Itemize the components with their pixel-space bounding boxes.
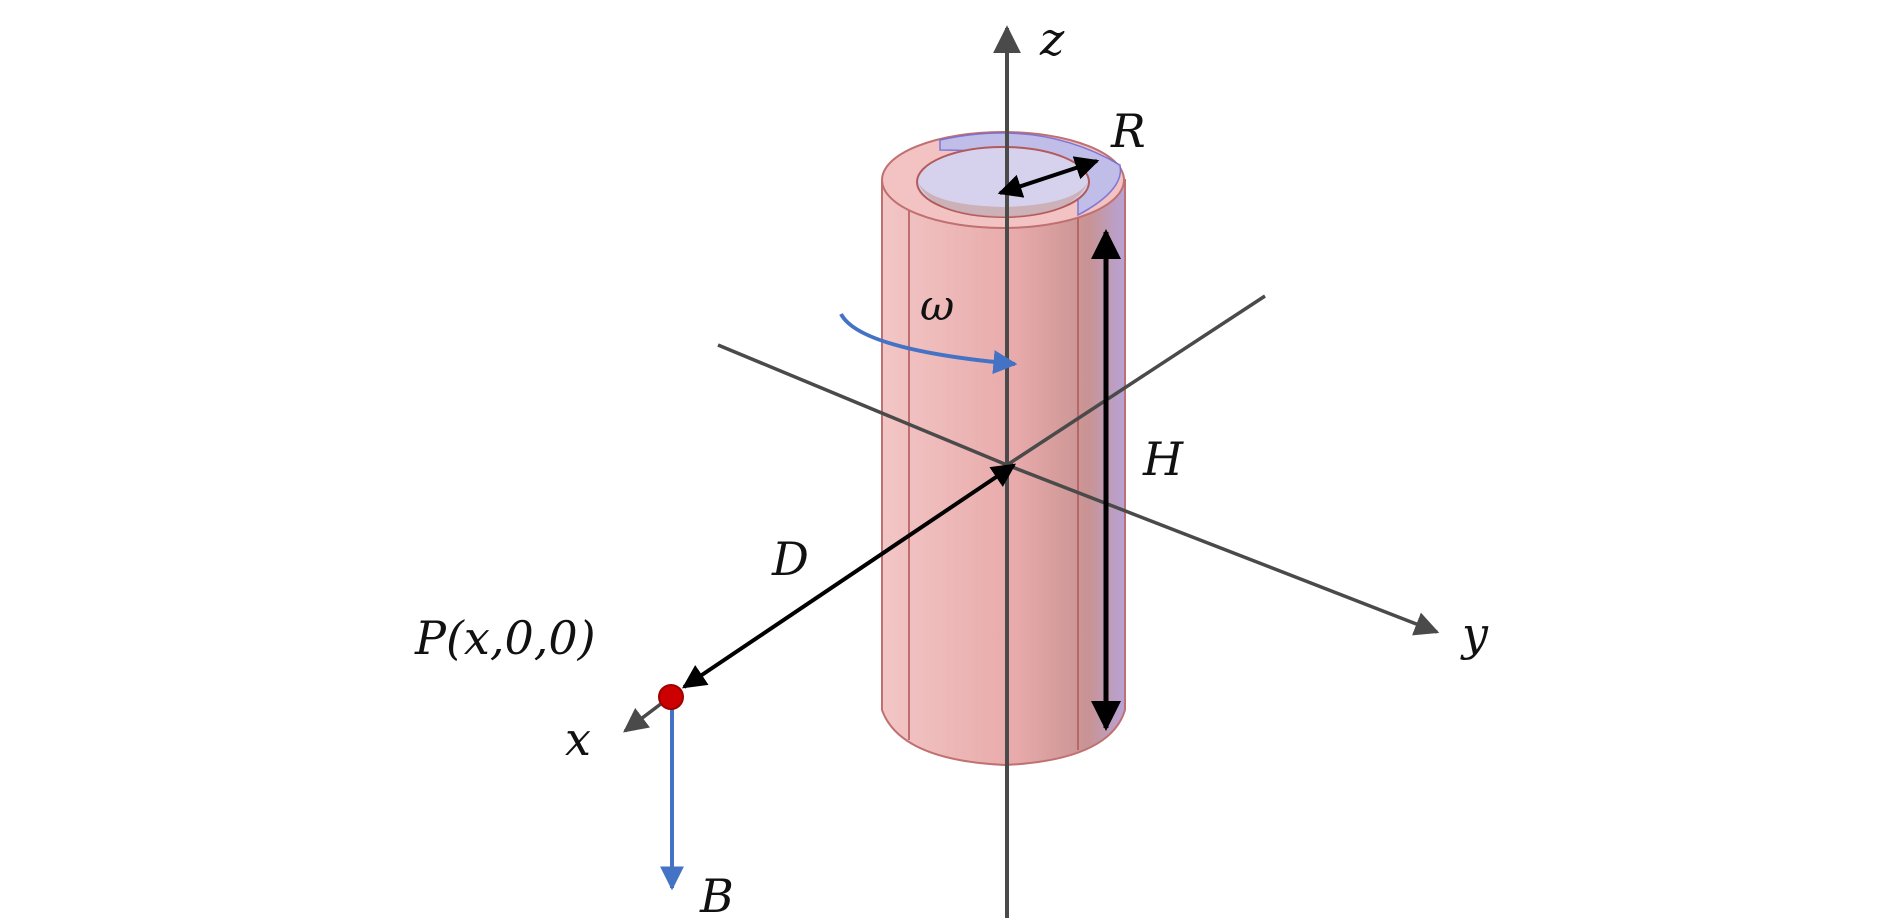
point-p — [658, 684, 684, 710]
radius-arrow — [997, 156, 1100, 198]
height-label: H — [1142, 432, 1184, 486]
y-axis-label: y — [1460, 607, 1489, 661]
distance-label: D — [771, 532, 809, 586]
cylinder-inner-hole — [916, 146, 1090, 218]
cylinder-inner-shade — [918, 182, 1088, 217]
x-axis-label: x — [565, 712, 591, 766]
hollow-cylinder — [881, 131, 1126, 767]
z-axis-label: z — [1039, 12, 1065, 66]
y-axis — [1006, 463, 1440, 636]
rotation-arrow — [839, 312, 1018, 375]
omega-label: ω — [920, 281, 954, 330]
field-label: B — [699, 869, 734, 922]
x-axis-back — [1006, 294, 1266, 467]
radius-label: R — [1110, 104, 1146, 158]
distance-arrow — [682, 463, 1016, 689]
point-label: P(x,0,0) — [414, 611, 596, 665]
y-axis-back — [717, 343, 1008, 467]
